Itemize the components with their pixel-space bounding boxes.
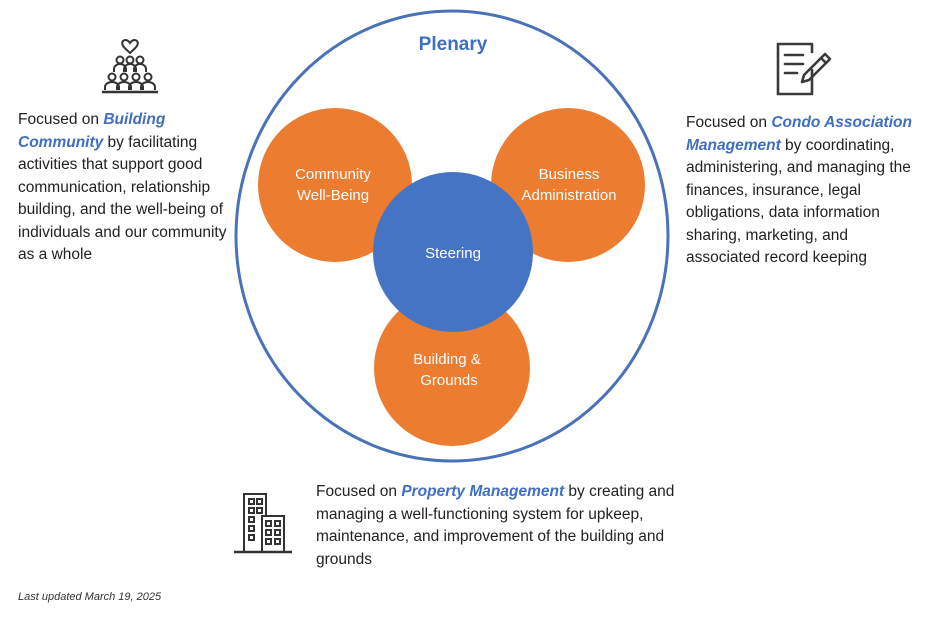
left-intro: Focused on [18, 111, 104, 128]
business-label-line2: Administration [521, 187, 616, 204]
form-edit-icon [776, 42, 832, 96]
community-people-icon [102, 38, 158, 94]
community-label-line1: Community [295, 166, 371, 183]
association-description: Focused on Condo Association Management … [686, 112, 924, 270]
steering-label: Steering [425, 245, 481, 262]
business-label-line1: Business [539, 166, 600, 183]
building-grounds-circle [374, 290, 530, 446]
plenary-label: Plenary [419, 34, 488, 55]
property-description: Focused on Property Management by creati… [316, 481, 696, 571]
left-body: by facilitating activities that support … [18, 133, 227, 264]
bottom-body: by creating and managing a well-function… [316, 483, 675, 568]
building-label-line1: Building & [413, 351, 481, 368]
bottom-intro: Focused on [316, 483, 402, 500]
plenary-ring [234, 9, 670, 463]
right-intro: Focused on [686, 114, 772, 131]
right-body: by coordinating, administering, and mana… [686, 136, 911, 267]
business-administration-circle [491, 108, 645, 262]
left-focus: Building Community [18, 111, 166, 151]
last-updated-note: Last updated March 19, 2025 [18, 591, 162, 603]
community-description: Focused on Building Community by facilit… [18, 109, 240, 267]
steering-circle [373, 172, 533, 332]
bottom-focus: Property Management [401, 483, 565, 500]
building-label-line2: Grounds [420, 372, 478, 389]
building-icon [234, 493, 292, 554]
right-focus: Condo Association Management [686, 114, 912, 154]
community-label-line2: Well-Being [297, 187, 369, 204]
community-well-being-circle [258, 108, 412, 262]
